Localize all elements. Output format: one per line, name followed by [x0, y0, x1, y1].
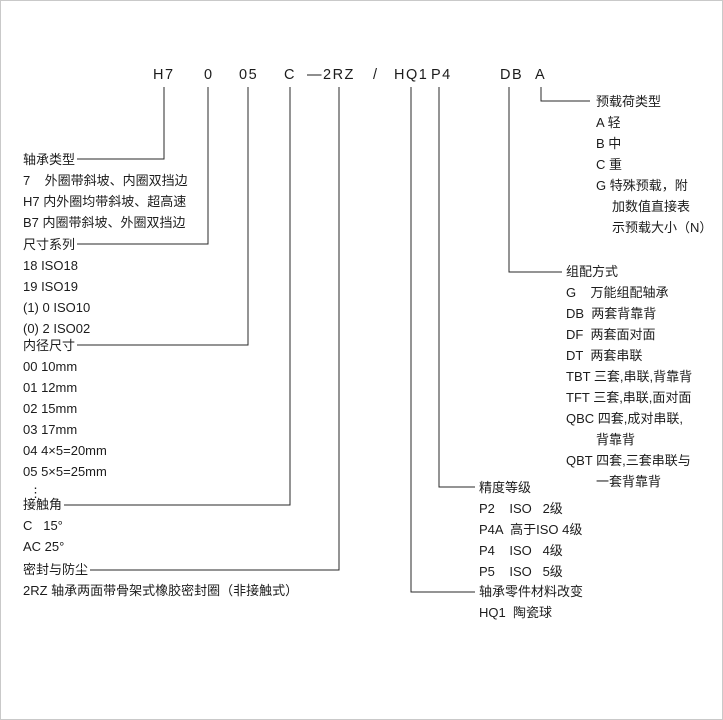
- section-preload: 预载荷类型 A 轻 B 中 C 重 G 特殊预载，附 加数值直接表 示预载大小（…: [596, 91, 712, 238]
- code-material: HQ1: [394, 67, 429, 83]
- connector-contact-angle: [64, 87, 291, 506]
- section-precision: 精度等级 P2 ISO 2级 P4A 高于ISO 4级 P4 ISO 4级 P5…: [479, 477, 582, 582]
- legend-item: QBC 四套,成对串联,: [566, 411, 684, 426]
- section-title: 密封与防尘: [23, 562, 89, 577]
- legend-item: AC 25°: [23, 539, 65, 554]
- section-seal: 密封与防尘 2RZ 轴承两面带骨架式橡胶密封圈（非接触式）: [23, 559, 298, 601]
- section-title: 精度等级: [479, 480, 532, 495]
- legend-item: 7 外圈带斜坡、内圈双挡边: [23, 173, 188, 188]
- connector-size-series: [77, 87, 209, 245]
- section-title: 预载荷类型: [596, 94, 662, 109]
- section-title: 内径尺寸: [23, 338, 76, 353]
- code-arrangement: DB: [500, 67, 524, 83]
- section-arrangement: 组配方式 G 万能组配轴承 DB 两套背靠背 DF 两套面对面 DT 两套串联 …: [566, 261, 692, 492]
- legend-item: C 15°: [23, 518, 63, 533]
- section-bore: 内径尺寸 00 10mm 01 12mm 02 15mm 03 17mm 04 …: [23, 335, 107, 503]
- legend-item: A 轻: [596, 115, 621, 130]
- legend-item: TBT 三套,串联,背靠背: [566, 369, 693, 384]
- legend-item: DB 两套背靠背: [566, 306, 657, 321]
- legend-item: H7 内外圈均带斜坡、超高速: [23, 194, 187, 209]
- code-preload: A: [535, 67, 547, 83]
- legend-item: DF 两套面对面: [566, 327, 656, 342]
- section-title: 接触角: [23, 497, 63, 512]
- code-size-series: 0: [204, 67, 214, 83]
- legend-item: 03 17mm: [23, 422, 78, 437]
- legend-item: B7 内圈带斜坡、外圈双挡边: [23, 215, 186, 230]
- section-title: 轴承类型: [23, 152, 76, 167]
- section-title: 轴承零件材料改变: [479, 584, 584, 599]
- legend-item: 02 15mm: [23, 401, 78, 416]
- code-bore: 05: [239, 67, 259, 83]
- legend-item: QBT 四套,三套串联与: [566, 453, 691, 468]
- legend-item-continuation: 背靠背: [596, 432, 636, 447]
- connector-precision: [438, 87, 475, 488]
- legend-item: G 特殊预载，附: [596, 178, 688, 193]
- connector-preload: [540, 87, 590, 102]
- legend-item: HQ1 陶瓷球: [479, 605, 552, 620]
- legend-item-continuation: 加数值直接表: [612, 199, 691, 214]
- connector-arrangement: [508, 87, 562, 273]
- legend-item: DT 两套串联: [566, 348, 643, 363]
- legend-item: P4 ISO 4级: [479, 543, 563, 558]
- section-contact-angle: 接触角 C 15° AC 25°: [23, 494, 64, 557]
- legend-item: P4A 高于ISO 4级: [479, 522, 583, 537]
- code-precision: P4: [431, 67, 452, 83]
- legend-item: 00 10mm: [23, 359, 78, 374]
- connector-bore: [77, 87, 249, 346]
- legend-item: B 中: [596, 136, 622, 151]
- legend-item-continuation: 示预载大小（N）: [612, 220, 713, 235]
- ellipsis-more-items: ⋮: [29, 485, 42, 500]
- legend-item: G 万能组配轴承: [566, 285, 669, 300]
- connector-seal: [90, 87, 340, 571]
- legend-item: (1) 0 ISO10: [23, 300, 91, 315]
- legend-item: P5 ISO 5级: [479, 564, 563, 579]
- connector-bearing-type: [77, 87, 165, 160]
- legend-item: 05 5×5=25mm: [23, 464, 107, 479]
- code-seal: —2RZ: [307, 67, 355, 83]
- section-title: 尺寸系列: [23, 237, 76, 252]
- legend-item: C 重: [596, 157, 623, 172]
- section-title: 组配方式: [566, 264, 619, 279]
- legend-item: 19 ISO19: [23, 279, 78, 294]
- legend-item: 18 ISO18: [23, 258, 78, 273]
- section-bearing-type: 轴承类型 7 外圈带斜坡、内圈双挡边 H7 内外圈均带斜坡、超高速 B7 内圈带…: [23, 149, 188, 233]
- code-bearing-type: H7: [153, 67, 175, 83]
- legend-item: (0) 2 ISO02: [23, 321, 91, 336]
- section-size-series: 尺寸系列 18 ISO18 19 ISO19 (1) 0 ISO10 (0) 2…: [23, 234, 90, 339]
- section-material: 轴承零件材料改变 HQ1 陶瓷球: [479, 581, 583, 623]
- legend-item: 04 4×5=20mm: [23, 443, 107, 458]
- legend-item: TFT 三套,串联,面对面: [566, 390, 692, 405]
- code-contact-angle: C: [284, 67, 296, 83]
- legend-item: 2RZ 轴承两面带骨架式橡胶密封圈（非接触式）: [23, 583, 299, 598]
- connector-material: [410, 87, 475, 593]
- code-slash: /: [373, 67, 379, 83]
- legend-item: 01 12mm: [23, 380, 78, 395]
- legend-item: P2 ISO 2级: [479, 501, 563, 516]
- legend-item-continuation: 一套背靠背: [596, 474, 662, 489]
